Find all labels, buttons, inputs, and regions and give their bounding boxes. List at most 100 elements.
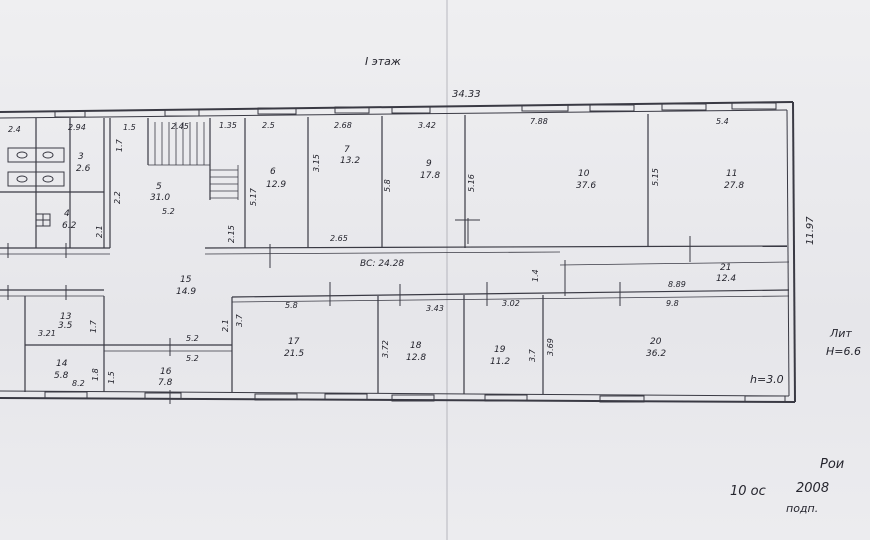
dim-corridor-a: 2.65	[330, 234, 348, 243]
room-14-area: 5.8	[54, 371, 69, 381]
outer-wall-right	[792, 101, 796, 403]
room-18-number: 18	[410, 341, 422, 351]
dim-top-7: 2.68	[334, 121, 352, 130]
dim-room20-top: 9.8	[666, 299, 679, 308]
dim-v-17: 1.7	[115, 139, 124, 152]
dim-room16-b: 5.2	[186, 354, 199, 363]
corridor-mid-line	[559, 261, 790, 266]
room-20-number: 20	[650, 337, 662, 347]
room-16-number: 16	[160, 367, 172, 377]
windows-bottom	[44, 391, 786, 403]
room-5-area: 31.0	[150, 193, 171, 203]
corridor-bottom-wall-2	[231, 295, 790, 303]
room-4-area: 6.2	[62, 221, 77, 231]
dim-v-12: 1.7	[89, 320, 98, 333]
door-marks	[7, 218, 691, 404]
dim-v-8: 1.4	[531, 269, 540, 282]
room-20-area: 36.2	[646, 349, 667, 359]
room-9-number: 9	[426, 159, 432, 169]
dim-top-9: 7.88	[530, 117, 548, 126]
floor-title: I этаж	[365, 55, 401, 68]
room-15-area: 14.9	[176, 287, 197, 297]
room-11-area: 27.8	[724, 181, 745, 191]
stamp-signature-2: подп.	[786, 502, 819, 515]
dim-top-8: 3.42	[418, 121, 436, 130]
stamp-date-day: 10 ос	[730, 484, 766, 499]
room-17-number: 17	[288, 337, 300, 347]
outer-wall-top-inner	[0, 109, 788, 119]
room-18-area: 12.8	[406, 353, 427, 363]
dim-room17-top: 5.8	[285, 301, 298, 310]
stamp-date-year: 2008	[796, 481, 830, 496]
room-10-number: 10	[578, 169, 590, 179]
dim-room14: 8.2	[72, 379, 85, 388]
room-3-area: 2.6	[76, 164, 91, 174]
dim-v-1: 2.1	[95, 225, 104, 238]
corridor-top-wall-2	[204, 251, 561, 255]
dim-room19-top: 3.02	[502, 299, 520, 308]
stamp-signature-1: Рои	[820, 457, 845, 472]
room-13-number: 13	[60, 312, 72, 322]
ceiling-height-label: h=3.0	[750, 373, 784, 386]
room-5-number: 5	[156, 182, 162, 192]
side-note-line-1: Лит	[830, 327, 852, 340]
dim-v-15: 2.1	[221, 319, 230, 332]
dim-v-18: 3.7	[235, 314, 244, 327]
dim-room16-a: 5.2	[186, 334, 199, 343]
total-length-label: 34.33	[452, 89, 481, 100]
dim-top-4: 2.45	[171, 122, 189, 131]
dim-top-3: 1.5	[123, 123, 136, 132]
room-10-area: 37.6	[576, 181, 597, 191]
corridor-top-wall	[204, 245, 788, 249]
dim-v-16: 2.2	[113, 191, 122, 204]
room-7-area: 13.2	[340, 156, 361, 166]
width-right-label: 11.97	[805, 216, 816, 245]
dim-v-2: 2.15	[227, 225, 236, 243]
dim-top-2: 2.94	[68, 123, 86, 132]
room-17-area: 21.5	[284, 349, 305, 359]
sanitary-fixtures	[7, 147, 65, 227]
dim-v-13: 1.8	[91, 368, 100, 381]
outer-wall-bottom	[0, 397, 796, 403]
dim-top-1: 2.4	[8, 125, 21, 134]
windows-top	[54, 102, 777, 118]
corridor-length-label: ВС: 24.28	[360, 259, 405, 269]
dim-corridor-b: 8.89	[668, 280, 686, 289]
dim-v-6: 5.16	[467, 174, 476, 192]
outer-wall-right-inner	[786, 109, 790, 397]
dim-v-4: 3.15	[312, 154, 321, 172]
staircase	[148, 122, 239, 200]
room-3-number: 3	[78, 152, 84, 162]
room-6-area: 12.9	[266, 180, 287, 190]
dim-top-10: 5.4	[716, 117, 729, 126]
room-19-area: 11.2	[490, 357, 511, 367]
outer-wall-bottom-inner	[0, 390, 790, 397]
room-21-area: 12.4	[716, 274, 737, 284]
room-19-number: 19	[494, 345, 506, 355]
dim-v-7: 5.15	[651, 168, 660, 186]
dim-room5-width: 5.2	[162, 207, 175, 216]
room-15-number: 15	[180, 275, 192, 285]
dim-top-6: 2.5	[262, 121, 275, 130]
room-9-area: 17.8	[420, 171, 441, 181]
dim-v-14: 1.5	[107, 371, 116, 384]
room-7-number: 7	[344, 145, 350, 155]
dim-top-5: 1.35	[219, 121, 237, 130]
paper-fold-line	[446, 0, 448, 540]
room-14-number: 14	[56, 359, 68, 369]
room-4-number: 4	[64, 209, 70, 219]
dim-v-9: 3.72	[381, 340, 390, 358]
corridor-bottom-wall	[231, 289, 790, 298]
room-21-number: 21	[720, 263, 732, 273]
dim-v-3: 5.17	[249, 188, 258, 206]
room-16-area: 7.8	[158, 378, 173, 388]
room-11-number: 11	[726, 169, 738, 179]
dim-room18-top: 3.43	[426, 304, 444, 313]
room-13-area: 3.5	[58, 321, 73, 331]
side-note-line-2: H=6.6	[826, 345, 861, 358]
dim-v-10: 3.69	[546, 338, 555, 356]
dim-v-11: 3.7	[528, 349, 537, 362]
dim-v-5: 5.8	[383, 179, 392, 192]
